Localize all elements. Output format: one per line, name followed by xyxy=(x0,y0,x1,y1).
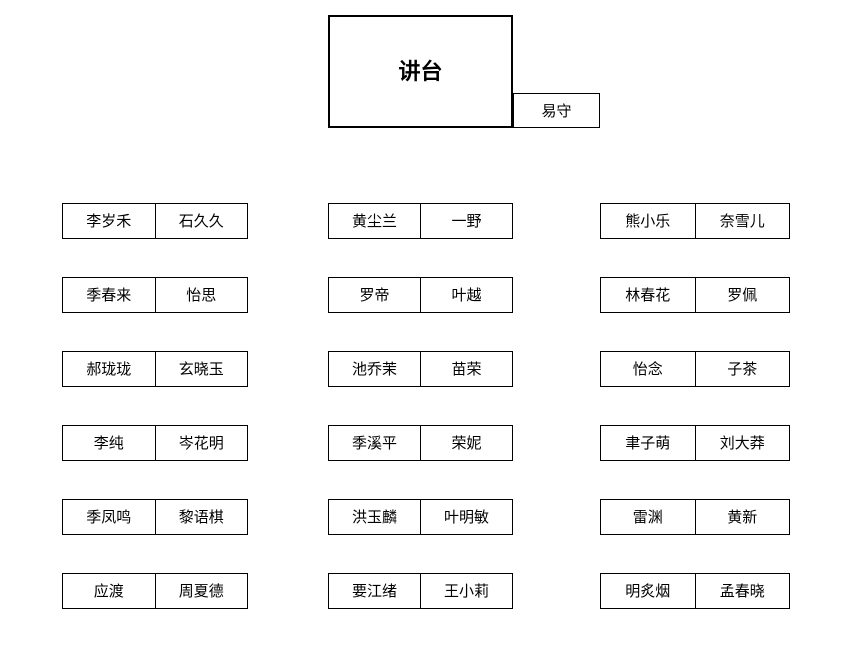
teacher-seat: 易守 xyxy=(513,93,600,128)
desk-row2-col2: 罗帝 叶越 xyxy=(328,277,513,313)
desk-row5-col3: 雷渊 黄新 xyxy=(600,499,790,535)
desk-row1-col2: 黄尘兰 一野 xyxy=(328,203,513,239)
seat-name: 苗荣 xyxy=(420,352,512,386)
seat-name: 岑花明 xyxy=(154,426,248,460)
seat-name: 周夏德 xyxy=(154,574,248,608)
desk-row1-col1: 李岁禾 石久久 xyxy=(62,203,248,239)
seat-name: 荣妮 xyxy=(420,426,512,460)
seat-name: 子茶 xyxy=(694,352,790,386)
seat-name: 明炙烟 xyxy=(625,582,671,600)
seat-name: 刘大莽 xyxy=(694,426,790,460)
seat-name: 奈雪儿 xyxy=(694,204,790,238)
seat-name: 黄新 xyxy=(694,500,790,534)
seat-name: 熊小乐 xyxy=(625,212,671,230)
seat-name: 孟春晓 xyxy=(694,574,790,608)
seat-name: 雷渊 xyxy=(632,508,663,526)
desk-row1-col3: 熊小乐 奈雪儿 xyxy=(600,203,790,239)
seat-name: 叶越 xyxy=(420,278,512,312)
seat-name: 洪玉麟 xyxy=(351,508,397,526)
desk-row3-col3: 怡念 子茶 xyxy=(600,351,790,387)
seat-name: 怡念 xyxy=(632,360,663,378)
seat-name: 叶明敏 xyxy=(420,500,512,534)
desk-row6-col1: 应渡 周夏德 xyxy=(62,573,248,609)
desk-row4-col1: 李纯 岑花明 xyxy=(62,425,248,461)
podium: 讲台 xyxy=(328,15,513,128)
seat-name: 郝珑珑 xyxy=(86,360,132,378)
desk-row2-col1: 季春来 怡思 xyxy=(62,277,248,313)
seat-name: 石久久 xyxy=(154,204,248,238)
podium-label: 讲台 xyxy=(398,58,443,84)
seat-name: 玄晓玉 xyxy=(154,352,248,386)
desk-row6-col2: 要江绪 王小莉 xyxy=(328,573,513,609)
seat-name: 怡思 xyxy=(154,278,248,312)
seat-name: 池乔茉 xyxy=(351,360,397,378)
seat-name: 罗佩 xyxy=(694,278,790,312)
seat-name: 黎语棋 xyxy=(154,500,248,534)
seat-name: 聿子萌 xyxy=(625,434,671,452)
seat-name: 黄尘兰 xyxy=(351,212,397,230)
desk-row2-col3: 林春花 罗佩 xyxy=(600,277,790,313)
teacher-seat-label: 易守 xyxy=(541,103,572,120)
seat-name: 季春来 xyxy=(86,286,132,304)
seat-name: 李纯 xyxy=(93,434,124,452)
desk-row5-col1: 季凤鸣 黎语棋 xyxy=(62,499,248,535)
seat-name: 王小莉 xyxy=(420,574,512,608)
seat-name: 林春花 xyxy=(625,286,671,304)
desk-row3-col2: 池乔茉 苗荣 xyxy=(328,351,513,387)
seat-name: 李岁禾 xyxy=(86,212,132,230)
desk-row3-col1: 郝珑珑 玄晓玉 xyxy=(62,351,248,387)
desk-row4-col3: 聿子萌 刘大莽 xyxy=(600,425,790,461)
seat-name: 季溪平 xyxy=(351,434,397,452)
seat-name: 应渡 xyxy=(93,582,124,600)
desk-row6-col3: 明炙烟 孟春晓 xyxy=(600,573,790,609)
seat-name: 季凤鸣 xyxy=(86,508,132,526)
desk-row4-col2: 季溪平 荣妮 xyxy=(328,425,513,461)
seat-name: 要江绪 xyxy=(351,582,397,600)
desk-row5-col2: 洪玉麟 叶明敏 xyxy=(328,499,513,535)
seat-name: 罗帝 xyxy=(359,286,390,304)
seat-name: 一野 xyxy=(420,204,512,238)
